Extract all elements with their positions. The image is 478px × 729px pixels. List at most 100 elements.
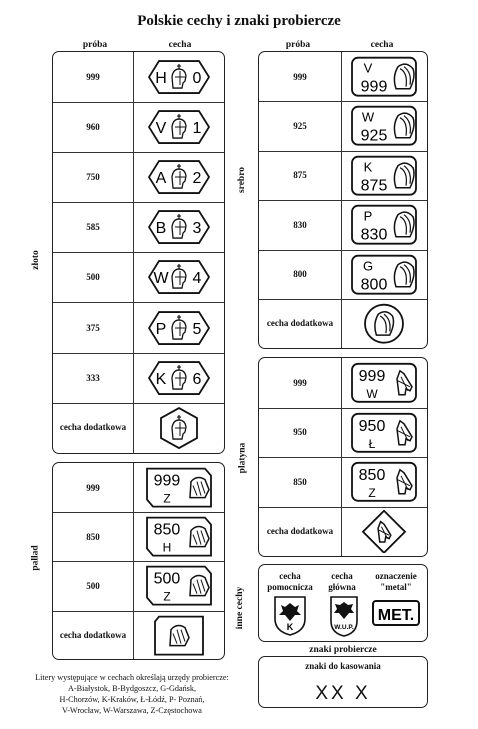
number-text: 830 — [361, 227, 388, 244]
header-proba-left: próba — [82, 40, 108, 50]
proba-value: 950 — [293, 427, 307, 438]
letter-text: V — [364, 61, 373, 76]
inne-cechy-label: inne cechy — [235, 586, 246, 630]
letter-text: W — [362, 110, 375, 125]
digit-text: 6 — [192, 371, 201, 388]
cecha-dodatkowa-label: cecha dodatkowa — [59, 629, 127, 640]
letter-text: B — [155, 220, 166, 237]
legend: Litery występujące w cechach określają u… — [20, 672, 244, 716]
cecha-glowna-label: cecha główna — [328, 571, 356, 592]
number-text: 850 — [359, 467, 386, 484]
digit-text: 0 — [192, 70, 201, 87]
met-mark-icon: MET. — [372, 600, 420, 626]
cecha-mark: V 999 — [341, 52, 427, 101]
cecha-mark — [341, 507, 427, 557]
letter-text: V — [155, 120, 166, 137]
number-text: 950 — [359, 417, 386, 434]
cecha-dodatkowa-label: cecha dodatkowa — [59, 422, 127, 433]
pallad-extra-row: cecha dodatkowa — [53, 611, 224, 660]
glowna-text: W.U.P. — [334, 624, 354, 631]
letter-text: H — [162, 541, 171, 555]
platyna-extra-row: cecha dodatkowa — [259, 507, 427, 557]
letter-text: Z — [163, 590, 170, 604]
letter-text: Z — [163, 492, 170, 506]
letter-text: W — [153, 270, 169, 287]
number-text: 850 — [153, 522, 180, 539]
srebro-mark-icon: P 830 — [351, 204, 417, 245]
zloto-label: złoto — [31, 250, 41, 270]
letter-text: P — [364, 209, 373, 224]
srebro-mark-icon: V 999 — [351, 56, 417, 97]
proba-value: 750 — [86, 172, 100, 183]
cecha-mark: P 830 — [341, 200, 427, 249]
letter-text: A — [155, 170, 166, 187]
pom-letter: K — [287, 622, 294, 632]
znaki-header: znaki probiercze — [309, 645, 377, 655]
proba-value: 999 — [86, 72, 100, 83]
proba-value: 850 — [86, 531, 100, 542]
proba-value: 800 — [293, 269, 307, 280]
digit-text: 1 — [192, 120, 201, 137]
srebro-extra-row: cecha dodatkowa — [259, 299, 427, 348]
proba-value: 333 — [86, 372, 100, 383]
proba-value: 375 — [86, 322, 100, 333]
letter-text: Ł — [369, 436, 376, 450]
letter-text: H — [155, 70, 167, 87]
number-text: 999 — [153, 473, 180, 490]
cecha-mark — [133, 403, 224, 453]
pallad-mark-icon — [153, 615, 204, 656]
cecha-dodatkowa-label: cecha dodatkowa — [266, 318, 334, 329]
number-text: 875 — [361, 177, 388, 194]
number-text: 500 — [153, 571, 180, 588]
srebro-mark-icon — [364, 303, 404, 344]
page-title: Polskie cechy i znaki probiercze — [137, 13, 341, 29]
number-text: 800 — [361, 276, 388, 293]
letter-text: W — [366, 387, 378, 401]
platyna-mark-icon — [361, 509, 407, 554]
kasowanie-marks: XX X — [315, 683, 371, 704]
cecha-mark — [341, 299, 427, 348]
letter-text: Z — [368, 486, 375, 500]
metal-label: oznaczenie "metal" — [375, 571, 417, 592]
cecha-pomocnicza-icon: K — [274, 596, 306, 636]
znaki-box: znaki do kasowania XX X — [258, 656, 428, 708]
digit-text: 5 — [192, 321, 201, 338]
pallad-label: pallad — [30, 545, 41, 571]
met-text: MET. — [378, 607, 414, 624]
number-text: 999 — [361, 79, 388, 96]
